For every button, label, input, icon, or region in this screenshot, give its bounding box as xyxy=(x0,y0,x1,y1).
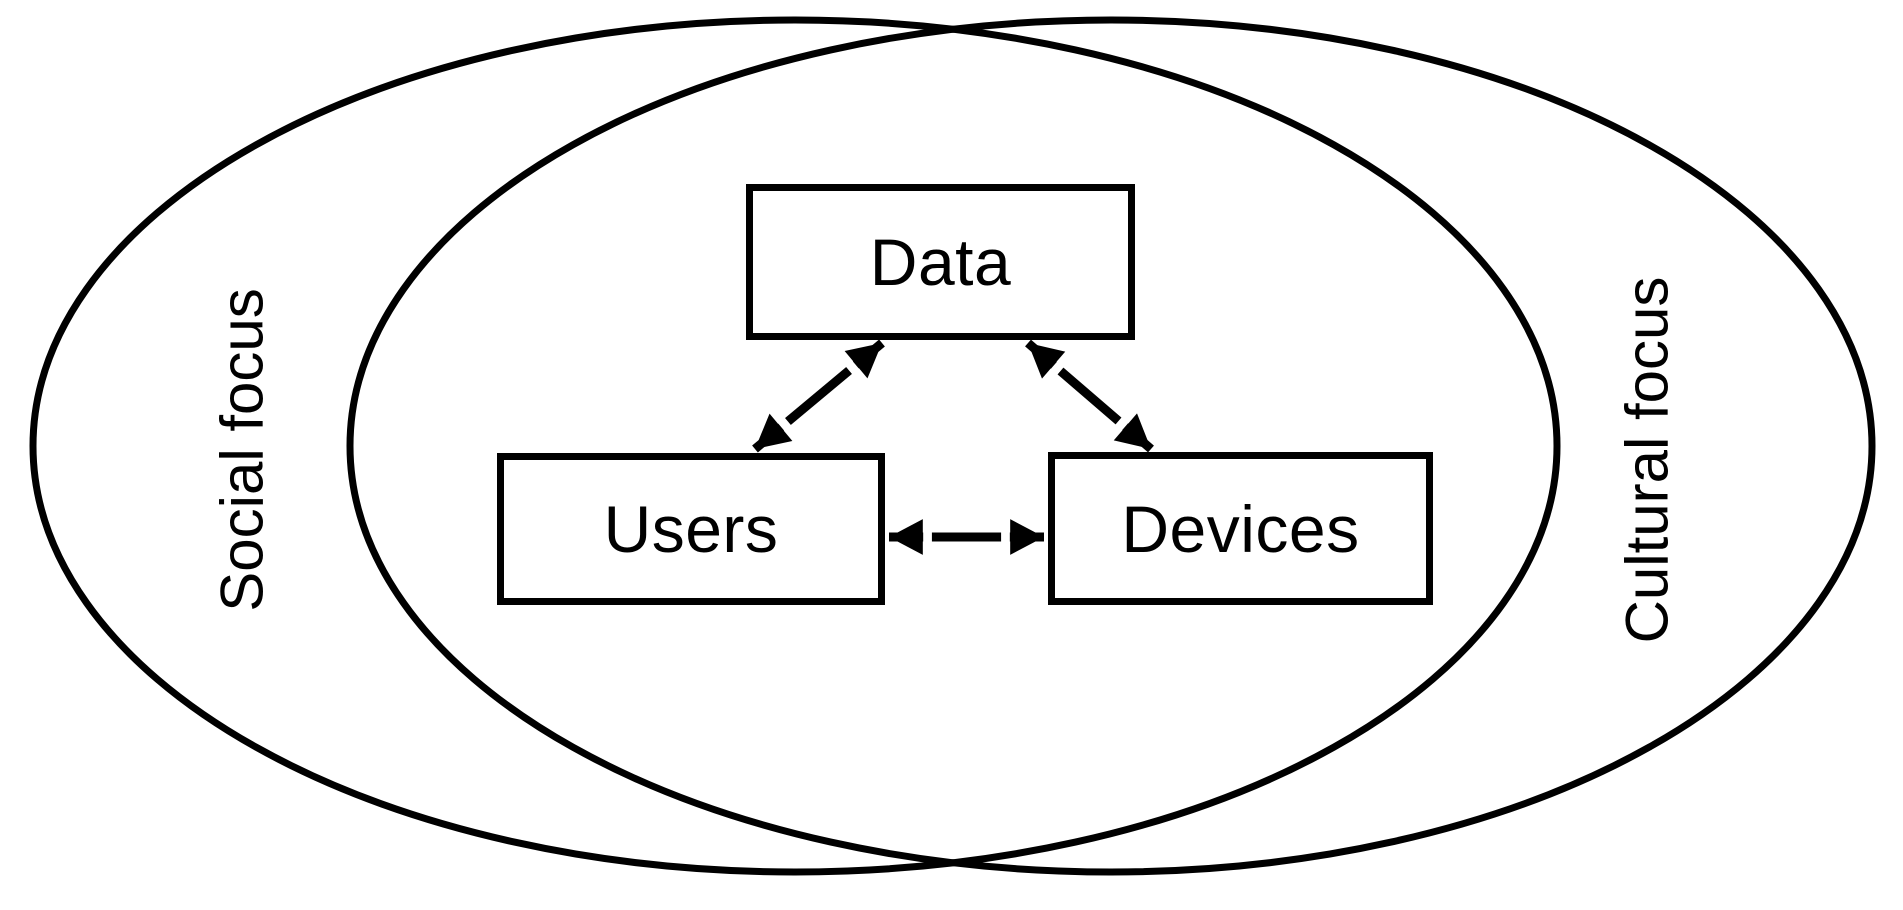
data-box-label: Data xyxy=(869,225,1012,299)
devices-box: Devices xyxy=(1048,452,1433,605)
data-box: Data xyxy=(746,184,1135,340)
social-focus-label: Social focus xyxy=(208,288,276,612)
users-box: Users xyxy=(497,453,885,605)
arrow-data-devices xyxy=(1025,339,1154,453)
users-box-label: Users xyxy=(603,492,779,566)
social-focus-ellipse xyxy=(29,16,1561,876)
arrow-data-users xyxy=(752,339,885,453)
cultural-focus-ellipse xyxy=(346,16,1876,876)
cultural-focus-label: Cultural focus xyxy=(1613,276,1681,644)
devices-box-label: Devices xyxy=(1121,491,1360,566)
